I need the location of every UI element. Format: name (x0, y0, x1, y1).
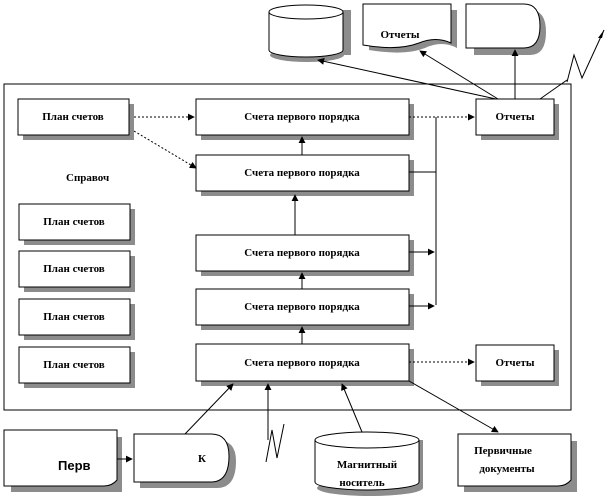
input-document: Перв (3, 429, 122, 492)
reports-box-bottom-label: Отчеты (495, 357, 534, 369)
reference-box-3: План счетов (18, 298, 135, 340)
accounts-box-3-label: Счета первого порядка (244, 247, 360, 259)
primary-documents: Первичные документы (457, 433, 577, 492)
accounts-box-5-label: Счета первого порядка (244, 357, 360, 369)
accounts-box-4: Счета первого порядка (195, 288, 414, 330)
reports-document-top-label: Отчеты (380, 29, 419, 41)
reference-box-3-label: План счетов (43, 311, 105, 323)
communication-link-top (566, 29, 605, 83)
communication-link-bottom (265, 423, 285, 463)
magnetic-storage-label-2: носитель (339, 477, 385, 489)
magnetic-storage: Магнитный носитель (314, 431, 423, 496)
reports-box-bottom: Отчеты (475, 344, 559, 386)
display-output-top (465, 3, 546, 55)
magnetic-storage-label-1: Магнитный (337, 459, 398, 471)
reference-box-4: План счетов (18, 346, 135, 388)
input-document-label: Перв (58, 458, 91, 473)
connectors (117, 49, 568, 463)
primary-documents-label-2: документы (479, 463, 535, 475)
display-input-bottom: К (133, 433, 236, 488)
accounts-box-1: Счета первого порядка (195, 98, 414, 140)
display-glyph: К (198, 453, 206, 465)
accounts-box-1-label: Счета первого порядка (244, 111, 360, 123)
chart-of-accounts-box: План счетов (17, 98, 134, 140)
chart-of-accounts-label: План счетов (42, 111, 104, 123)
database-storage-top (268, 4, 351, 62)
reference-box-1-label: План счетов (43, 216, 105, 228)
reference-box-1: План счетов (18, 203, 135, 245)
primary-documents-label-1: Первичные (474, 445, 532, 457)
reference-box-4-label: План счетов (43, 359, 105, 371)
accounts-box-4-label: Счета первого порядка (244, 301, 360, 313)
reference-box-2-label: План счетов (43, 263, 105, 275)
accounts-box-5: Счета первого порядка (195, 343, 414, 386)
accounts-box-2-label: Счета первого порядка (244, 167, 360, 179)
reference-box-2: План счетов (18, 250, 135, 292)
accounts-box-2: Счета первого порядка (195, 154, 414, 196)
reference-heading: Справоч (66, 172, 109, 184)
reports-document-top: Отчеты (362, 3, 457, 53)
accounts-box-3: Счета первого порядка (195, 234, 414, 276)
reports-box-top-label: Отчеты (495, 111, 534, 123)
reports-box-top: Отчеты (475, 98, 559, 140)
